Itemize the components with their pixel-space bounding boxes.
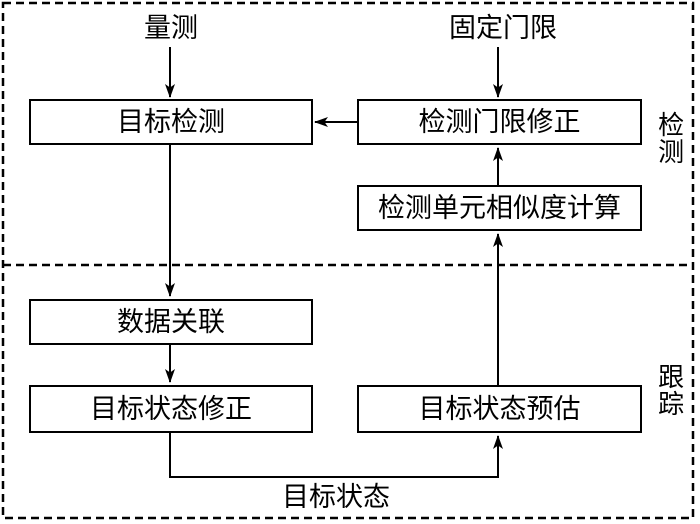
input-label-measurement: 量测	[144, 13, 198, 43]
box-detection-cell-similarity: 检测单元相似度计算	[357, 185, 642, 231]
output-label-target-state: 目标状态	[282, 482, 390, 512]
section-label-tracking: 跟踪	[654, 363, 684, 417]
input-label-fixed-threshold: 固定门限	[449, 13, 557, 43]
box-detection-threshold-correction: 检测门限修正	[357, 99, 642, 145]
box-target-state-correction: 目标状态修正	[29, 385, 313, 433]
box-data-association: 数据关联	[29, 299, 313, 345]
box-target-state-prediction: 目标状态预估	[357, 385, 642, 433]
arrow-state-correction-to-state-prediction	[169, 433, 503, 478]
box-target-detection: 目标检测	[29, 99, 313, 145]
section-label-detection: 检测	[654, 111, 684, 165]
